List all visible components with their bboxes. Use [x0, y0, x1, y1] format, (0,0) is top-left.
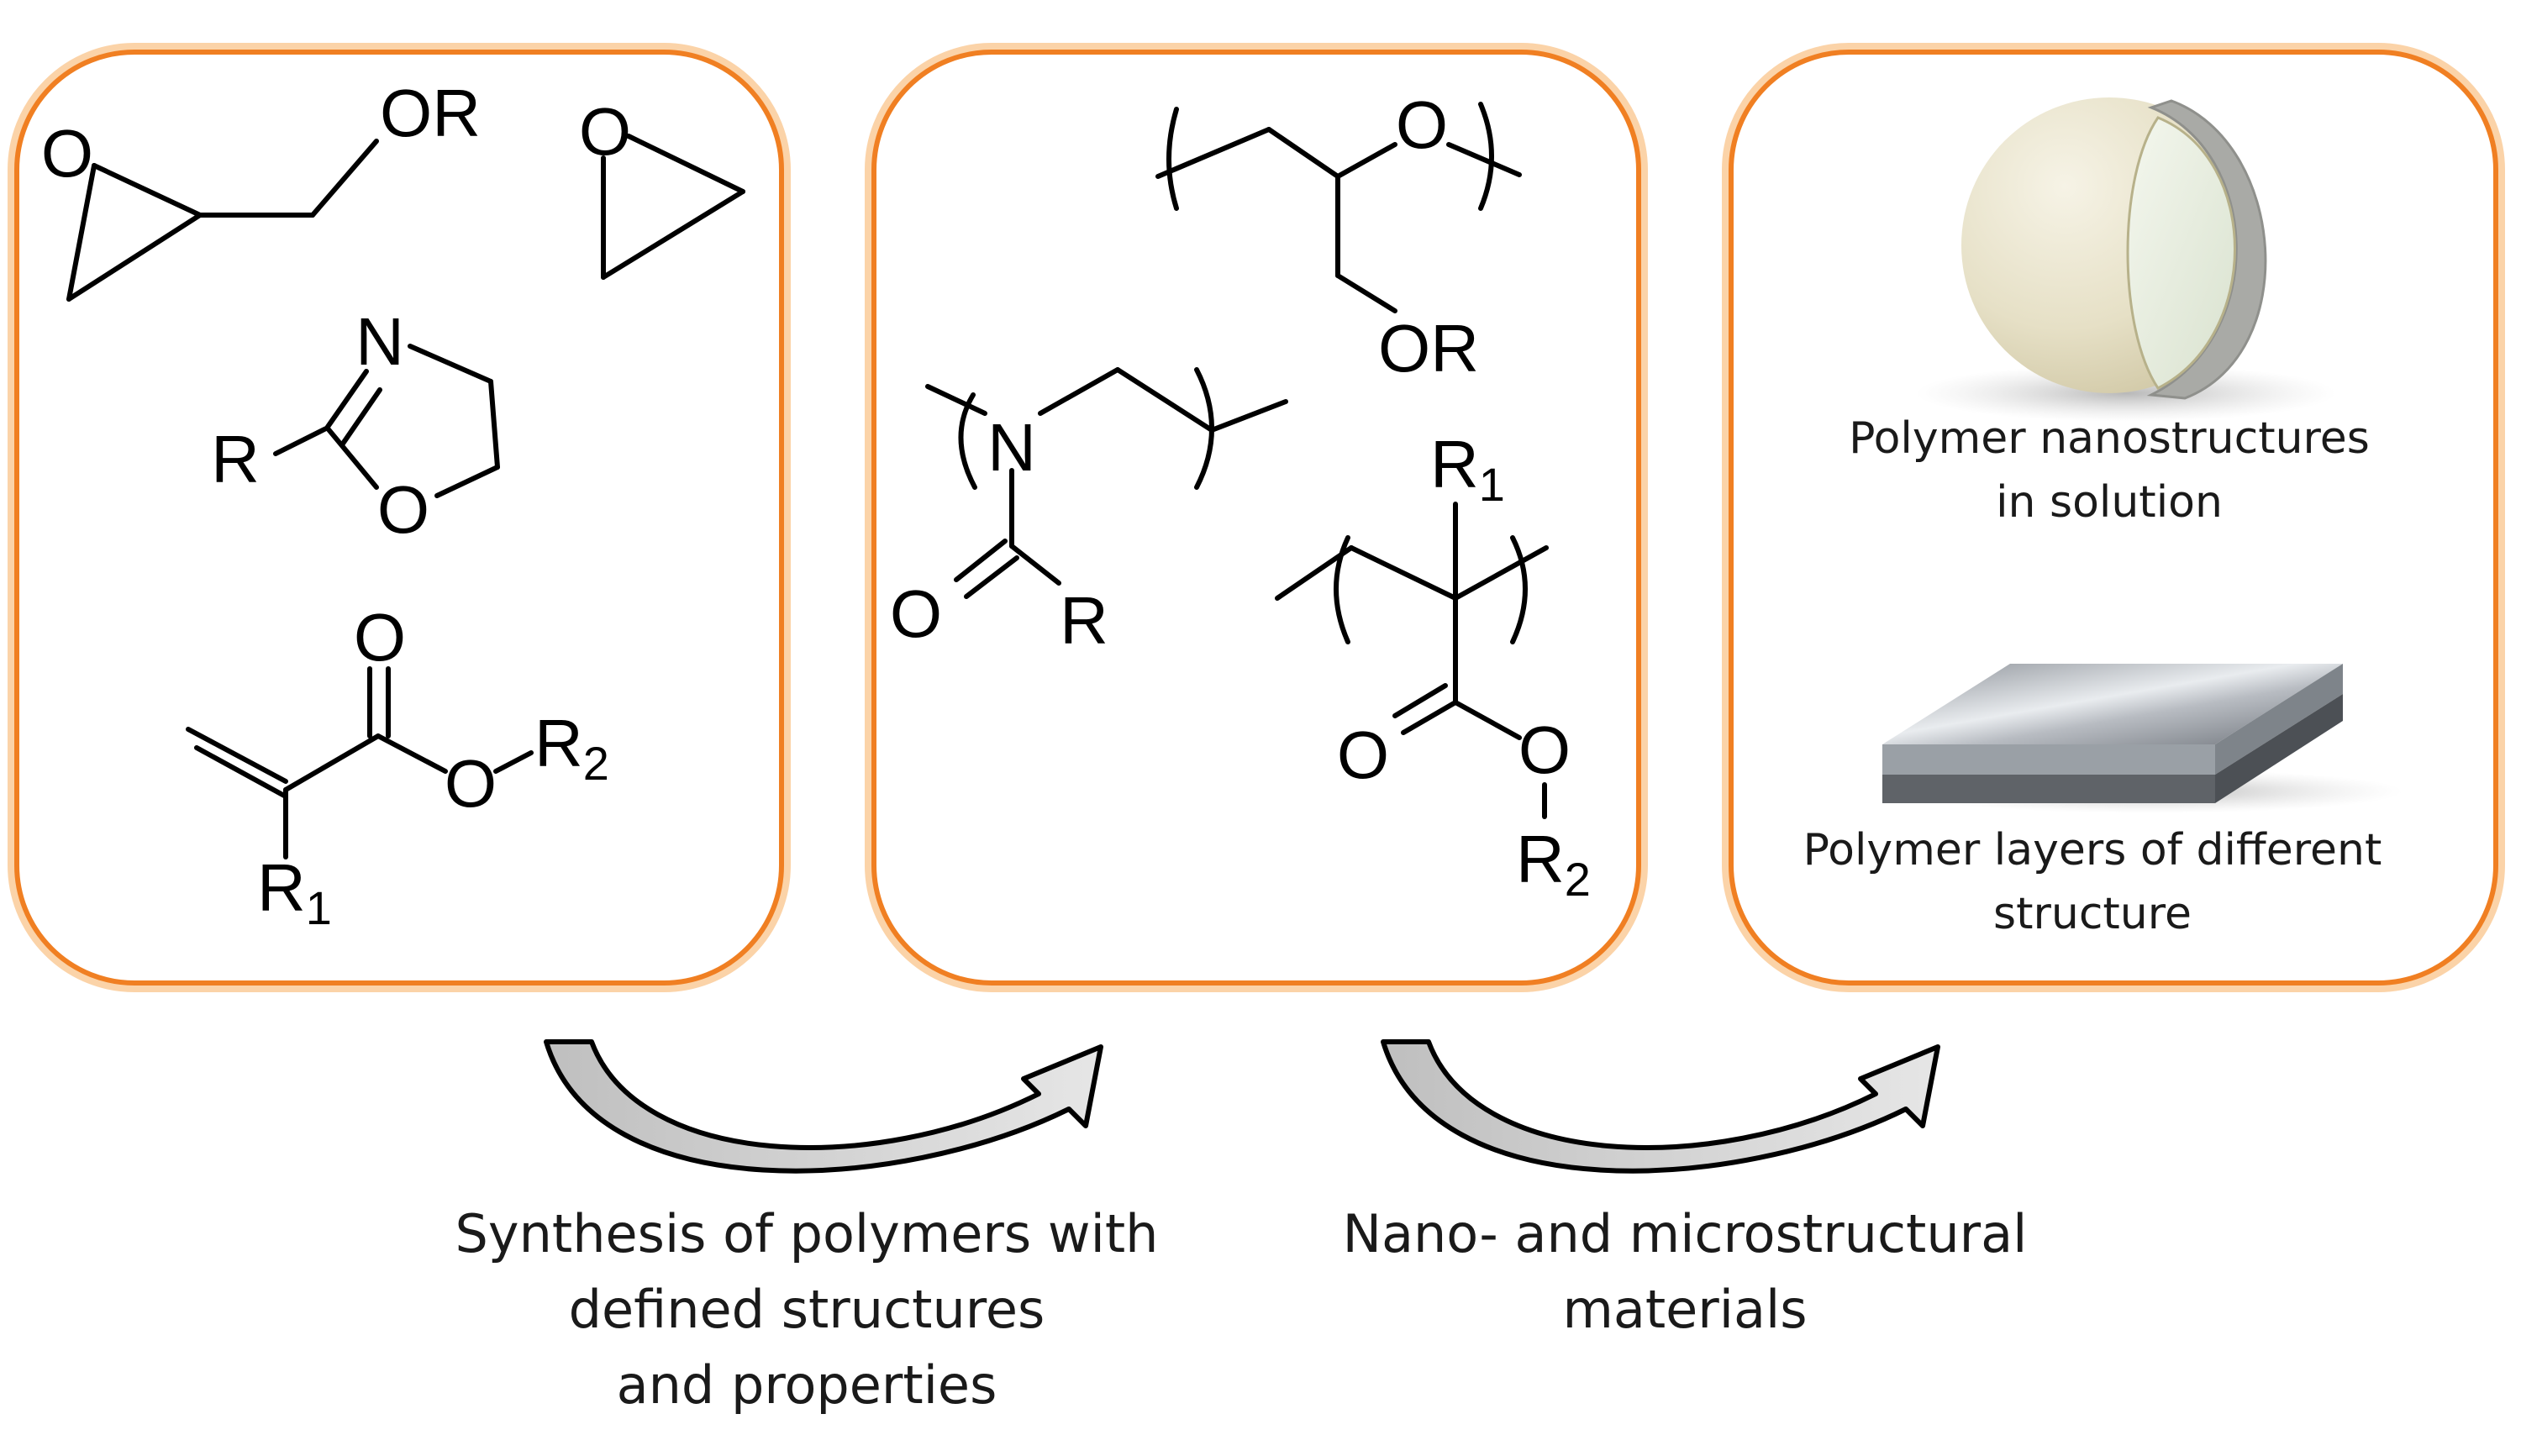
ethylene-oxide-oxygen-label: O [579, 94, 631, 169]
acrylate-structure [186, 666, 534, 859]
poly-oxazoline-nitrogen-label: N [987, 410, 1036, 485]
oxazoline-oxygen-label: O [377, 472, 429, 547]
vesicle-illustration [1916, 97, 2336, 422]
synthesis-step-line-3: and properties [616, 1354, 997, 1416]
glycidyl-oxygen-label: O [41, 116, 93, 191]
polyacrylate-r2-label: R2 [1516, 822, 1591, 906]
materials-arrow [1381, 1039, 1940, 1174]
oxazoline-r-label: R [211, 422, 260, 497]
polyacrylate-r1-letter: R [1430, 427, 1479, 502]
glycidyl-ether-structure [66, 139, 379, 302]
polyether-or-label: OR [1378, 311, 1479, 386]
poly-oxazoline-carbonyl-o-label: O [890, 576, 942, 651]
polyether-structure [1155, 102, 1522, 313]
poly-oxazoline-r-label: R [1060, 583, 1108, 658]
polyacrylate-carbonyl-o-label: O [1337, 717, 1389, 792]
layers-caption-line-2: structure [1993, 889, 2192, 939]
materials-step-line-2: materials [1562, 1279, 1808, 1340]
acrylate-carbonyl-o-label: O [354, 600, 406, 675]
acrylate-r1-letter: R [257, 850, 306, 925]
polyacrylate-r1-label: R1 [1430, 427, 1505, 511]
polyacrylate-r2-subscript: 2 [1565, 853, 1591, 906]
synthesis-step-line-2: defined structures [568, 1279, 1045, 1340]
polyacrylate-ester-o-label: O [1518, 712, 1571, 787]
acrylate-r2-subscript: 2 [583, 737, 609, 790]
materials-step-line-1: Nano- and microstructural [1342, 1203, 2028, 1264]
acrylate-r2-label: R2 [534, 706, 609, 790]
nanostructures-caption-line-1: Polymer nanostructures [1849, 413, 2370, 464]
acrylate-r1-subscript: 1 [306, 881, 332, 934]
polyacrylate-structure [1275, 502, 1549, 819]
poly-oxazoline-structure [925, 367, 1288, 599]
synthesis-step-line-1: Synthesis of polymers with [455, 1203, 1159, 1264]
oxazoline-nitrogen-label: N [355, 304, 404, 379]
polyacrylate-r1-subscript: 1 [1479, 458, 1505, 511]
oxazoline-structure [273, 344, 500, 498]
glycidyl-or-label: OR [380, 76, 481, 150]
acrylate-r1-label: R1 [257, 850, 332, 934]
synthesis-step-caption: Synthesis of polymers with defined struc… [403, 1196, 1210, 1423]
acrylate-ester-o-label: O [445, 746, 497, 821]
nanostructures-caption-line-2: in solution [1996, 477, 2223, 528]
polyacrylate-r2-letter: R [1516, 822, 1565, 896]
nanostructures-caption: Polymer nanostructures in solution [1815, 407, 2403, 534]
acrylate-r2-letter: R [534, 706, 583, 781]
layers-caption: Polymer layers of different structure [1773, 818, 2412, 946]
polymer-layers-illustration [1882, 664, 2403, 813]
layers-caption-line-1: Polymer layers of different [1803, 825, 2382, 875]
panel-polymers [865, 43, 1648, 992]
ethylene-oxide-structure [601, 134, 745, 280]
synthesis-arrow [544, 1039, 1103, 1174]
polyether-oxygen-label: O [1396, 87, 1448, 162]
materials-step-caption: Nano- and microstructural materials [1294, 1196, 2076, 1348]
panel-monomers [8, 43, 791, 992]
